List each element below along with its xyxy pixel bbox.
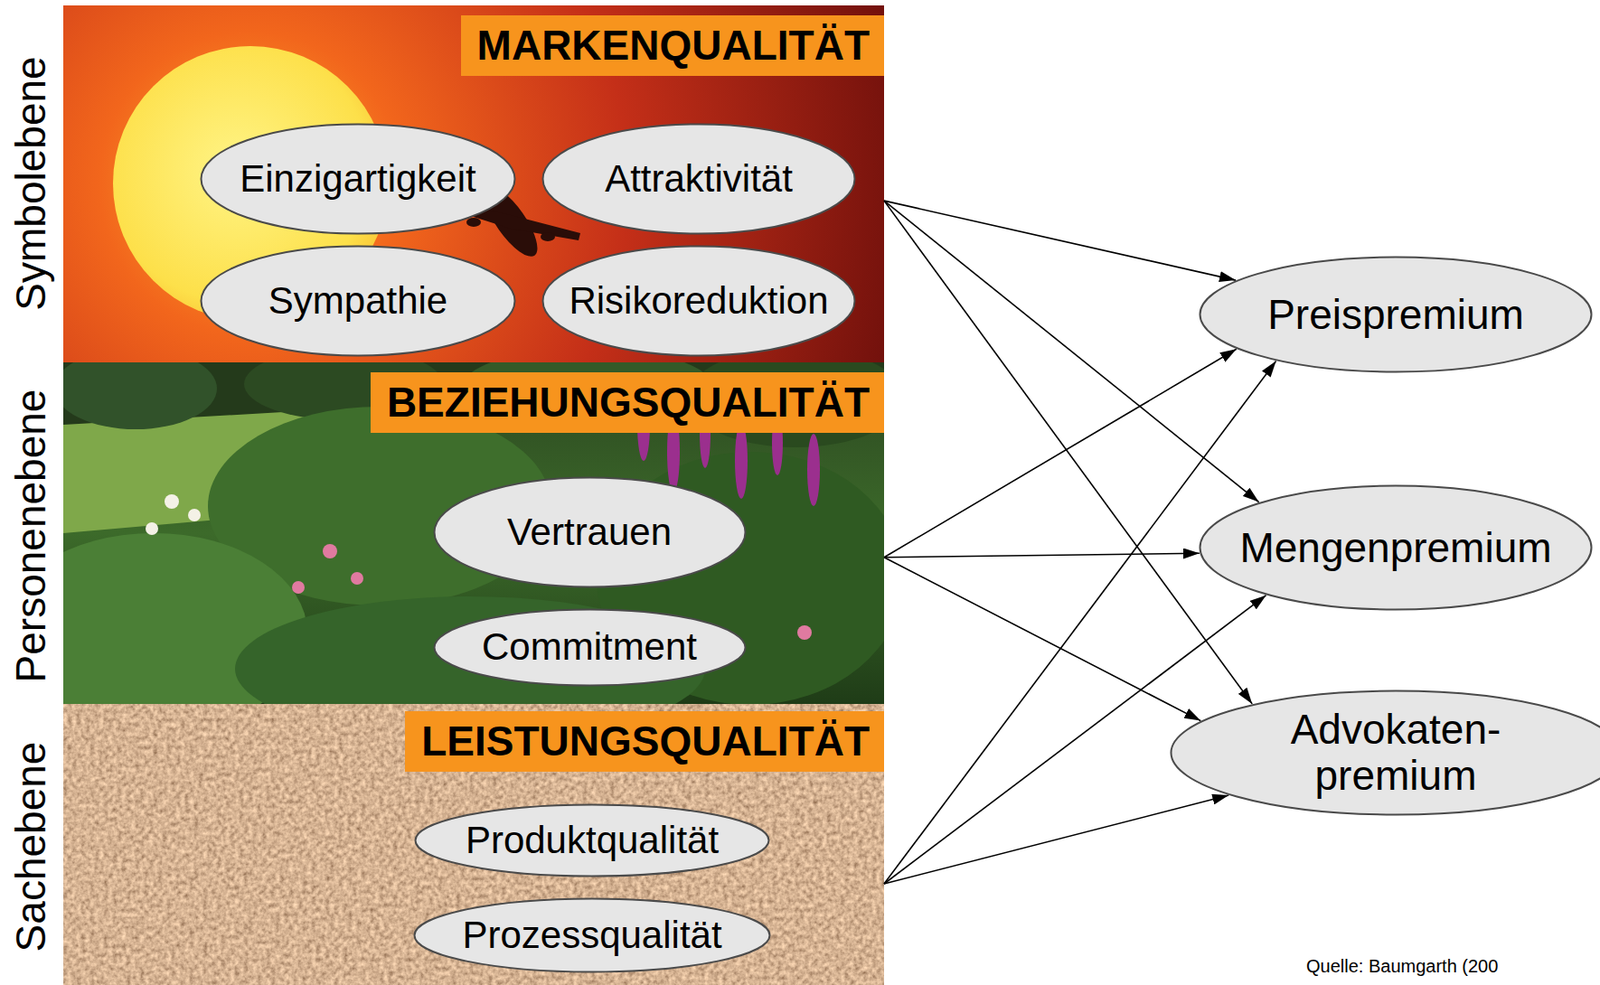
- ellipse-label: Vertrauen: [507, 511, 672, 554]
- flowers: [145, 494, 201, 536]
- ellipse-label: Prozessqualität: [461, 914, 722, 957]
- ellipse-node: Prozessqualität: [413, 897, 772, 974]
- ellipse-label: Advokaten- premium: [1260, 706, 1532, 799]
- ellipse-node: Attraktivität: [541, 122, 857, 236]
- band-heading: MARKENQUALITÄT: [461, 15, 885, 76]
- level-label: Symbolebene: [7, 56, 56, 311]
- ellipse-shape: [543, 124, 856, 235]
- ellipse-node: Advokaten- premium: [1169, 689, 1600, 817]
- sky: [63, 5, 885, 363]
- ellipse-label-wrap: Produktqualität: [414, 803, 771, 878]
- ellipse-label-wrap: Mengenpremium: [1198, 484, 1593, 612]
- image-band: LEISTUNGSQUALITÄT ProduktqualitätProzessq…: [63, 704, 885, 985]
- ellipse-label-wrap: Vertrauen: [432, 476, 747, 589]
- ellipse-label-wrap: Attraktivität: [541, 122, 857, 236]
- level-label: Sachebene: [7, 742, 56, 953]
- ellipse-shape: [433, 478, 745, 588]
- ellipse-label: Preispremium: [1267, 291, 1525, 339]
- ellipse-shape: [1171, 691, 1600, 816]
- ellipse-shape: [543, 246, 856, 357]
- ellipse-node: Einzigartigkeit: [199, 122, 517, 236]
- ellipse-shape: [201, 124, 516, 235]
- ellipse-shape: [414, 899, 771, 973]
- sunset-picture: [63, 5, 885, 363]
- ellipse-shape: [1200, 486, 1592, 611]
- ellipse-node: Vertrauen: [432, 476, 747, 589]
- level-label-text: Symbolebene: [7, 56, 56, 311]
- ellipse-label: Risikoreduktion: [568, 280, 829, 322]
- arrow-connector: [884, 361, 1277, 885]
- level-label-text: Sachebene: [7, 742, 56, 953]
- ellipse-label: Commitment: [481, 626, 697, 669]
- band-heading: BEZIEHUNGSQUALITÄT: [370, 372, 885, 433]
- band-heading: LEISTUNGSQUALITÄT: [404, 711, 885, 772]
- ellipse-label-wrap: Einzigartigkeit: [199, 122, 517, 236]
- gravel-picture: [63, 704, 885, 985]
- garden-picture: [63, 362, 885, 705]
- level-label: Personenebene: [7, 389, 56, 684]
- ellipse-label-wrap: Preispremium: [1198, 255, 1593, 374]
- ellipse-label: Einzigartigkeit: [239, 158, 476, 200]
- ellipse-node: Preispremium: [1198, 255, 1593, 374]
- arrow-connector: [884, 795, 1229, 885]
- ellipse-node: Sympathie: [199, 244, 517, 358]
- ellipse-label: Sympathie: [268, 280, 448, 322]
- ellipse-label-wrap: Advokaten- premium: [1169, 689, 1600, 817]
- ellipse-node: Mengenpremium: [1198, 484, 1593, 612]
- arrow-connector: [884, 200, 1236, 281]
- source-note: Quelle: Baumgarth (200: [1306, 956, 1498, 978]
- arrow-connector: [884, 553, 1200, 558]
- ellipse-shape: [415, 805, 770, 877]
- level-label-text: Personenebene: [7, 389, 56, 684]
- ellipse-label: Mengenpremium: [1239, 525, 1552, 572]
- ellipse-label-wrap: Prozessqualität: [413, 897, 772, 974]
- ellipse-node: Produktqualität: [414, 803, 771, 878]
- ellipse-shape: [433, 609, 745, 686]
- arrow-connector: [884, 348, 1237, 558]
- image-band: BEZIEHUNGSQUALITÄT VertrauenCommitment: [63, 362, 885, 705]
- ellipse-label: Attraktivität: [604, 158, 793, 200]
- ellipse-label-wrap: Risikoreduktion: [541, 244, 857, 358]
- arrow-connector: [884, 557, 1201, 722]
- ellipse-shape: [201, 246, 516, 357]
- ellipse-node: Commitment: [432, 608, 747, 688]
- ellipse-node: Risikoreduktion: [541, 244, 857, 358]
- source-note-text: Quelle: Baumgarth (200: [1306, 956, 1498, 978]
- ellipse-label-wrap: Commitment: [432, 608, 747, 688]
- tree: [63, 362, 217, 430]
- arrow-connector: [884, 200, 1252, 705]
- ellipse-shape: [1200, 257, 1592, 373]
- ellipse-label: Produktqualität: [465, 819, 719, 862]
- image-band: MARKENQUALITÄT Einzigartigkeit Attraktivit…: [63, 5, 885, 363]
- ellipse-label-wrap: Sympathie: [199, 244, 517, 358]
